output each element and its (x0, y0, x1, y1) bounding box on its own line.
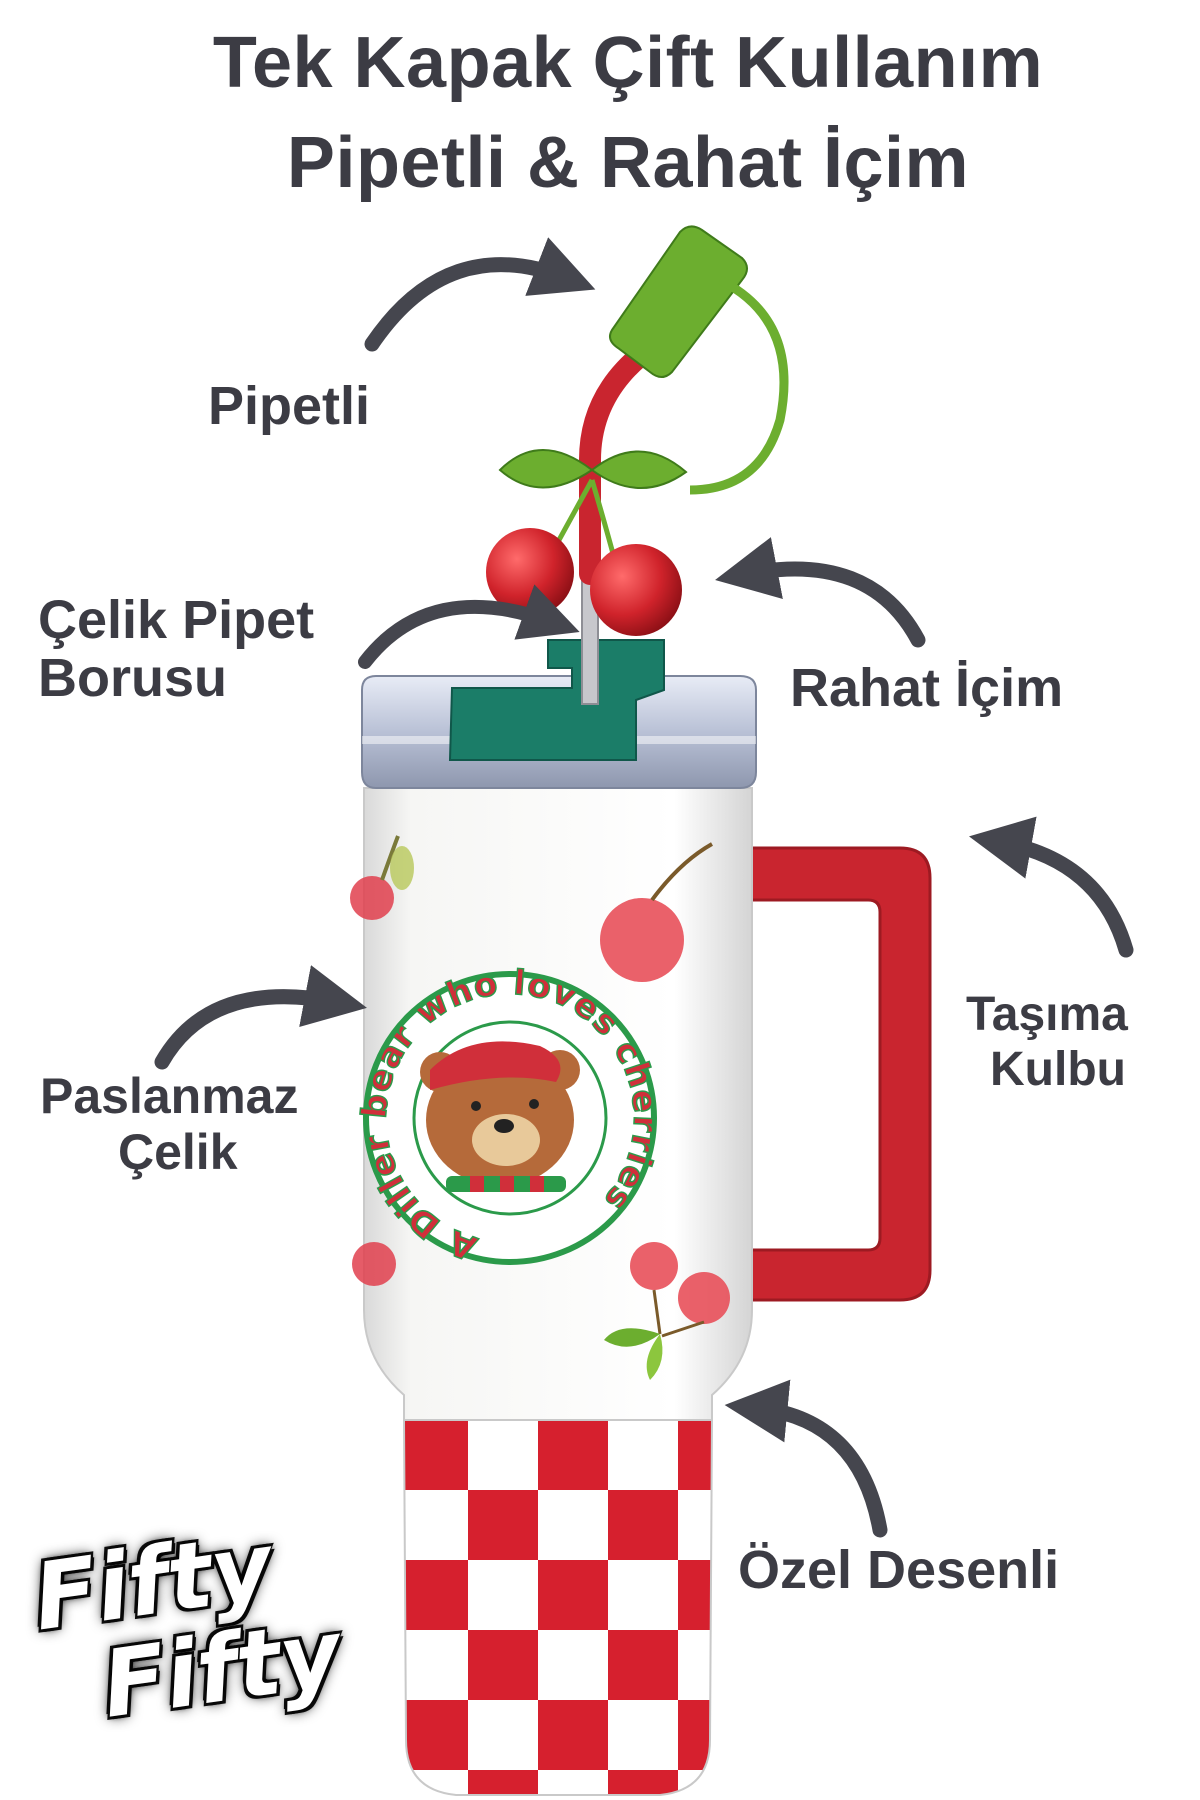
callout-steel-tube-line1: Çelik Pipet (38, 590, 315, 650)
brand-logo: Fifty Fifty (27, 1510, 347, 1741)
leaf-icon (498, 449, 594, 489)
curved-arrow-icon (724, 1379, 888, 1538)
callout-stainless-line2: Çelik (118, 1124, 238, 1180)
callout-straw: Pipetli (208, 376, 371, 436)
callout-comfort-drink: Rahat İçim (790, 658, 1064, 718)
cherry-print (350, 835, 730, 1380)
bear-icon (420, 1041, 580, 1192)
curved-arrow-icon (969, 816, 1134, 958)
headline-line-1: Tek Kapak Çift Kullanım (212, 23, 1044, 103)
curved-arrow-icon (364, 237, 596, 352)
lid-mouthpiece (448, 639, 665, 761)
callout-handle-line2: Kulbu (990, 1043, 1126, 1096)
curved-arrow-icon (154, 965, 367, 1070)
curved-arrow-icon (358, 584, 580, 669)
straw-cap (609, 225, 748, 378)
headline-line-2: Pipetli & Rahat İçim (286, 123, 970, 203)
leaf-icon (590, 450, 688, 489)
carry-handle (738, 846, 932, 1302)
callout-steel-tube-line2: Borusu (38, 648, 227, 708)
callout-stainless-line1: Paslanmaz (40, 1068, 299, 1124)
callout-pattern: Özel Desenli (738, 1540, 1060, 1600)
curved-arrow-icon (715, 537, 926, 648)
cherry-icon (590, 544, 682, 636)
callout-handle-line1: Taşıma (966, 988, 1128, 1041)
checkered-base (402, 1419, 714, 1796)
tumbler: A Diller bear who loves cherries (350, 225, 932, 1796)
bear-badge (363, 971, 657, 1265)
